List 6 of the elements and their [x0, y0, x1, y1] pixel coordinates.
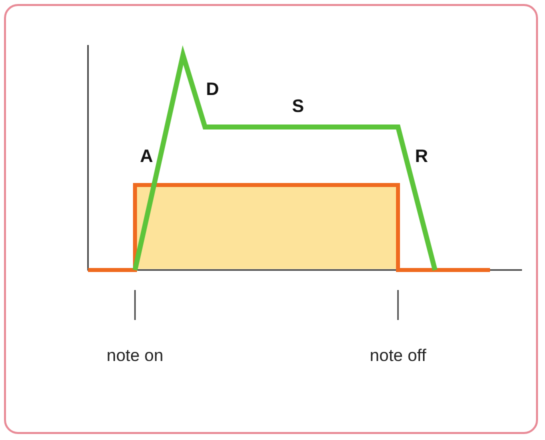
- phase-label: D: [206, 80, 219, 98]
- phase-label: R: [415, 147, 428, 165]
- phase-label: S: [292, 97, 304, 115]
- phase-label: A: [140, 147, 153, 165]
- event-label: note off: [368, 346, 428, 366]
- event-label: note on: [106, 346, 164, 366]
